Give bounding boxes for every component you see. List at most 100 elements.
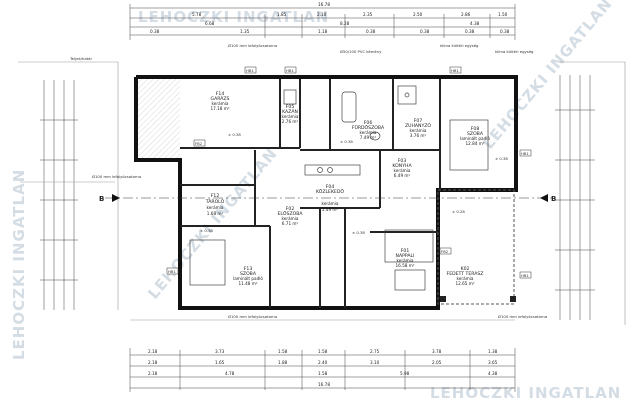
note-gutter-left: Ø100 mm lefolyócsatorna bbox=[92, 174, 141, 179]
top-dimensions bbox=[129, 4, 516, 40]
dim-overall-bottom: 16.78 bbox=[318, 382, 330, 387]
section-label-left: B bbox=[99, 195, 104, 203]
section-line: B B bbox=[99, 194, 556, 203]
room-id: F06 bbox=[364, 120, 373, 126]
shower-icon bbox=[397, 85, 417, 105]
dim-overall-top: 16.78 bbox=[318, 2, 330, 7]
room-shower: F07 ZUHANYZÓ kerámia 3.76 m² bbox=[405, 118, 431, 138]
window-tag: HB1 bbox=[168, 269, 176, 274]
note-gutter-top: Ø100 mm lefolyócsatorna bbox=[228, 43, 277, 48]
room-kitchen: F03 KONYHA kerámia 6.49 m² bbox=[392, 158, 412, 178]
room-bedroom-east: F08 SZOBA laminált padló 12.84 m² bbox=[460, 126, 490, 146]
room-boiler: F05 KAZÁN kerámia 2.76 m² bbox=[282, 104, 299, 124]
room-area: 17.18 m² bbox=[210, 106, 229, 111]
section-label-right: B bbox=[551, 195, 556, 203]
room-bedroom-west: F13 SZOBA laminált padló 11.48 m² bbox=[233, 266, 263, 286]
right-dimensions bbox=[555, 75, 595, 320]
room-name: SZOBA bbox=[240, 271, 257, 277]
room-floor: kerámia bbox=[397, 258, 414, 263]
dim-top-row3-1: 0.38 bbox=[150, 29, 160, 34]
dim-top-3: 2.10 bbox=[317, 12, 327, 17]
watermark-text-top: LEHOCZKI INGATLAN bbox=[138, 8, 329, 26]
room-id: F03 bbox=[398, 158, 407, 164]
dim-bottom-3: 1.58 bbox=[278, 349, 288, 354]
room-floor: kerámia bbox=[410, 128, 427, 133]
room-name: KONYHA bbox=[392, 163, 412, 169]
room-name: ZUHANYZÓ bbox=[405, 122, 431, 129]
dim-bottom-1: 2.18 bbox=[148, 349, 158, 354]
room-name: KÖZLEKEDŐ bbox=[316, 188, 344, 195]
room-area: 1.68 m² bbox=[207, 211, 224, 216]
left-dimensions bbox=[40, 80, 78, 310]
dim-bottom-row2-4: 2.40 bbox=[318, 360, 328, 365]
toilet-icon bbox=[369, 131, 381, 141]
terrace bbox=[437, 189, 516, 305]
room-garage: F14 GARÁZS kerámia 17.18 m² bbox=[210, 91, 229, 111]
room-area: 11.48 m² bbox=[238, 281, 257, 286]
interior-walls bbox=[180, 79, 441, 308]
bottom-dimension-labels: 2.18 3.73 1.58 1.58 2.75 3.78 1.38 2.18 … bbox=[148, 349, 498, 387]
dim-top-row3-2: 1.35 bbox=[240, 29, 250, 34]
level-bedroom-east: ± 0.38 bbox=[495, 156, 508, 161]
dim-bottom-row2-3: 1.88 bbox=[278, 360, 288, 365]
note-chimney: Ø50/100 PVC kémény bbox=[340, 49, 382, 54]
room-id: F12 bbox=[211, 193, 220, 199]
level-living: ± 0.38 bbox=[352, 230, 365, 235]
window-tags: HB1 HB1 HB1 HB1 HB1 HB1 FB2 FB2 bbox=[166, 66, 532, 279]
room-floor: kerámia bbox=[322, 201, 339, 206]
level-bath: ± 0.38 bbox=[340, 139, 353, 144]
exterior-walls bbox=[134, 75, 518, 310]
dim-bottom-row2-6: 2.05 bbox=[432, 360, 442, 365]
room-id: F02 bbox=[286, 206, 295, 212]
room-id: F04 bbox=[326, 184, 335, 190]
annotations: Ø100 mm lefolyócsatorna Ø50/100 PVC kémé… bbox=[92, 43, 547, 319]
dim-bottom-row3-2: 4.78 bbox=[225, 371, 235, 376]
window-tag: HB1 bbox=[286, 68, 294, 73]
dim-top-6: 2.86 bbox=[461, 12, 471, 17]
room-floor: kerámia bbox=[360, 130, 377, 135]
room-id: F08 bbox=[471, 126, 480, 132]
room-labels: F14 GARÁZS kerámia 17.18 m² F05 KAZÁN ke… bbox=[205, 91, 491, 286]
room-floor: kerámia bbox=[394, 168, 411, 173]
room-area: 2.76 m² bbox=[282, 119, 299, 124]
room-living: F01 NAPPALI kerámia 16.58 m² bbox=[395, 248, 414, 268]
room-storage: F12 TÁROLÓ kerámia 1.68 m² bbox=[205, 193, 225, 216]
room-area: 16.58 m² bbox=[395, 263, 414, 268]
note-gutter-bottom-2: Ø100 mm lefolyócsatorna bbox=[498, 314, 547, 319]
room-name: NAPPALI bbox=[396, 253, 415, 259]
dim-top-row3-5: 0.38 bbox=[420, 29, 430, 34]
room-bathroom: F06 FÜRDŐSZOBA kerámia 7.49 m² bbox=[352, 120, 385, 140]
dim-bottom-row3-3: 1.58 bbox=[318, 371, 328, 376]
note-ac-2: klíma kültéri egység bbox=[495, 49, 534, 54]
bottom-dimensions bbox=[129, 348, 516, 392]
dim-top-7: 1.50 bbox=[498, 12, 508, 17]
level-markers: ± 0.38 ± 0.38 ± 0.38 ± 0.28 ± 0.38 ± 0.3… bbox=[200, 132, 508, 235]
dim-top-row2-2: 8.28 bbox=[340, 21, 350, 26]
window-tag: HB1 bbox=[521, 273, 529, 278]
room-area: 5.49 m² bbox=[322, 207, 339, 212]
dim-top-5: 2.50 bbox=[413, 12, 423, 17]
room-area: 12.65 m² bbox=[455, 281, 474, 286]
dim-top-row3-6: 0.38 bbox=[465, 29, 475, 34]
dim-bottom-7: 1.38 bbox=[488, 349, 498, 354]
dim-bottom-row2-5: 3.10 bbox=[370, 360, 380, 365]
room-floor: kerámia bbox=[282, 114, 299, 119]
room-name: FÜRDŐSZOBA bbox=[352, 124, 385, 131]
room-id: K02 bbox=[461, 266, 470, 272]
window-tag: FB2 bbox=[441, 249, 449, 254]
level-bedroom-west: ± 0.38 bbox=[200, 228, 213, 233]
garage-hatch bbox=[138, 79, 180, 158]
dim-top-row2-1: 6.68 bbox=[205, 21, 215, 26]
dim-bottom-row2-7: 3.65 bbox=[488, 360, 498, 365]
watermark-text-bottom: LEHOCZKI INGATLAN bbox=[430, 384, 621, 402]
window-tag: HB1 bbox=[246, 68, 254, 73]
room-entrance: F02 ELŐSZOBA kerámia 6.71 m² bbox=[277, 206, 303, 226]
gutter-label: Teljek/határ bbox=[69, 56, 92, 61]
watermark-text-left: LEHOCZKI INGATLAN bbox=[10, 169, 28, 360]
site-lines bbox=[18, 61, 626, 325]
note-gutter-bottom-1: Ø100 mm lefolyócsatorna bbox=[228, 314, 277, 319]
level-garage: ± 0.38 bbox=[228, 132, 241, 137]
dim-top-row3-3: 1.18 bbox=[318, 29, 328, 34]
room-name: GARÁZS bbox=[211, 95, 230, 102]
room-floor: laminált padló bbox=[460, 136, 490, 141]
